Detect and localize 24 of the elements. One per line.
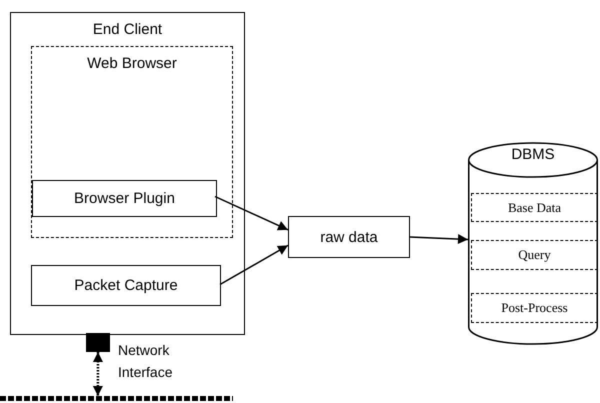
node-label: Web Browser (87, 55, 177, 72)
node-label: Base Data (508, 200, 562, 216)
node-label: Post-Process (501, 300, 568, 316)
node-label: DBMS (511, 146, 555, 163)
node-label: Packet Capture (74, 277, 178, 294)
arrow (214, 196, 288, 231)
network-port (86, 333, 110, 352)
dashed-box (31, 46, 233, 238)
process-box (10, 12, 245, 335)
arrow (92, 352, 103, 396)
node-label: Query (518, 247, 551, 263)
arrow (410, 234, 468, 244)
process-box (288, 216, 410, 258)
process-box (31, 265, 221, 306)
database-cylinder (468, 142, 598, 345)
dashed-box (471, 193, 598, 222)
dashed-box (471, 293, 598, 323)
arrow (220, 244, 288, 286)
node-label: End Client (92, 21, 162, 38)
node-label: Browser Plugin (74, 190, 175, 207)
process-box (32, 180, 217, 217)
port-label: Network Interface (118, 341, 174, 382)
dashed-box (471, 240, 598, 270)
node-label: raw data (320, 228, 378, 246)
